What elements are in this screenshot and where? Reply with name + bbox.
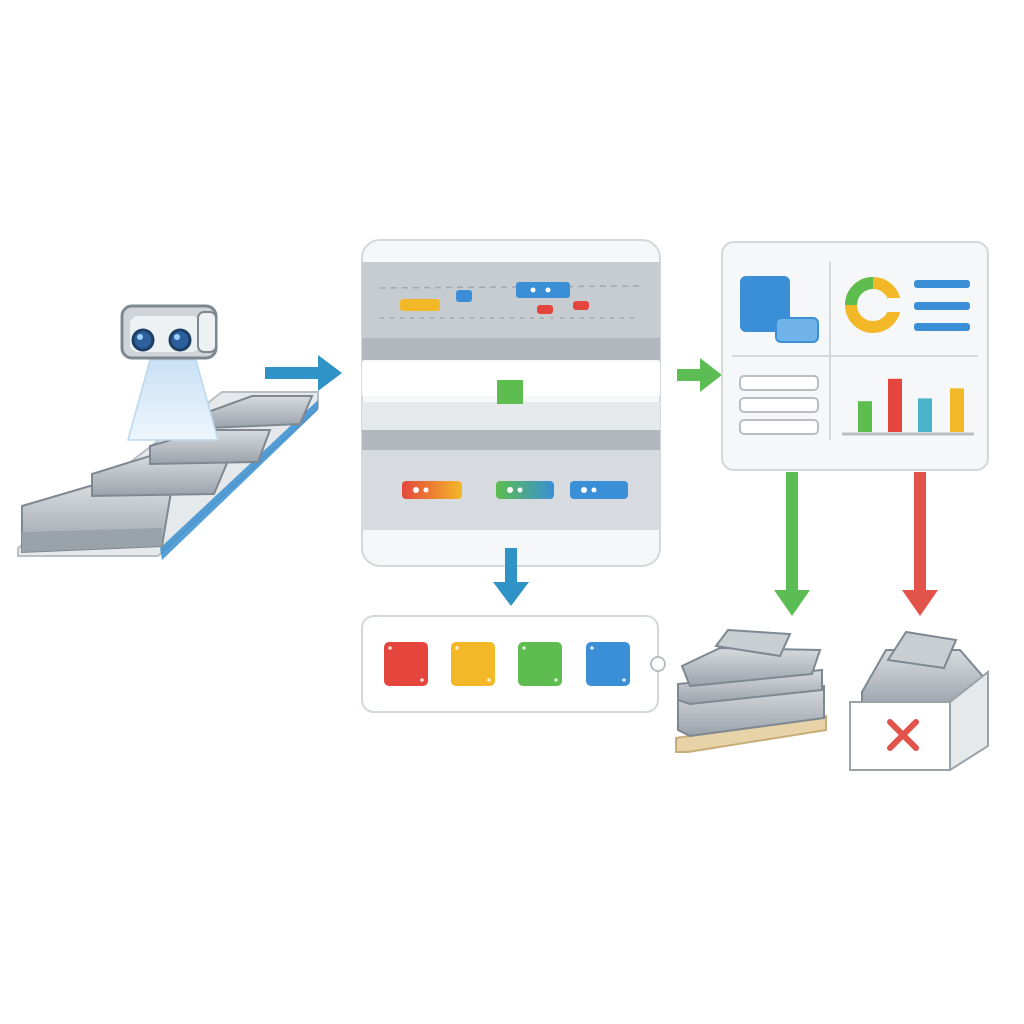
- chart-bar: [918, 398, 932, 432]
- sort-bin-green: [518, 642, 562, 686]
- arrow-to-rejected: [902, 472, 938, 616]
- analysis-upper-tags: [400, 282, 589, 314]
- chart-bar: [858, 401, 872, 432]
- chart-bar: [888, 378, 902, 432]
- arrow-to-accepted: [774, 472, 810, 616]
- bin-corner-dot: [455, 646, 459, 650]
- tag-dot: [507, 487, 513, 493]
- list-lines-icon: [914, 280, 970, 331]
- bin-corner-dot: [554, 678, 558, 682]
- chart-bar: [950, 388, 964, 432]
- tag-dot: [591, 487, 597, 493]
- analysis-lower-tags: [402, 481, 628, 499]
- link-marker: [497, 380, 523, 404]
- sort-bin-red: [384, 642, 428, 686]
- accepted-pallet-stack: [675, 628, 827, 753]
- arrow-to-dashboard: [677, 358, 722, 392]
- analysis-tag: [537, 305, 553, 314]
- bin-corner-dot: [590, 646, 594, 650]
- analysis-tag: [400, 299, 440, 311]
- sort-bins-panel: [361, 615, 666, 713]
- analysis-tag: [570, 481, 628, 499]
- rejected-bin: [849, 630, 989, 771]
- bin-corner-dot: [487, 678, 491, 682]
- analysis-tag: [516, 282, 570, 298]
- tag-dot: [423, 487, 429, 493]
- tag-dot: [545, 287, 551, 293]
- bin-corner-dot: [420, 678, 424, 682]
- steel-plate: [21, 485, 174, 554]
- arrow-to-sort-bins: [493, 548, 529, 606]
- table-rows-icon: [739, 375, 819, 435]
- sort-bin-yellow: [451, 642, 495, 686]
- x-mark-icon: [887, 719, 919, 751]
- sort-bins: [384, 642, 630, 686]
- camera-beam: [127, 359, 219, 441]
- tag-dot: [517, 487, 523, 493]
- conveyor-belt: [17, 391, 319, 560]
- analysis-tag: [573, 301, 589, 310]
- tag-dot: [530, 287, 536, 293]
- tag-dot: [581, 487, 587, 493]
- tag-dot: [413, 487, 419, 493]
- analysis-tag: [402, 481, 462, 499]
- bin-corner-dot: [522, 646, 526, 650]
- donut-chart-icon: [845, 277, 904, 333]
- bin-corner-dot: [388, 646, 392, 650]
- sort-bin-blue: [586, 642, 630, 686]
- analysis-tag: [456, 290, 472, 302]
- bar-chart-icon: [842, 378, 974, 436]
- steel-plate: [91, 455, 232, 498]
- document-icon: [740, 276, 819, 343]
- bin-corner-dot: [622, 678, 626, 682]
- analysis-tag: [496, 481, 554, 499]
- arrow-to-analysis: [265, 355, 342, 391]
- inspection-camera-icon: [120, 304, 218, 360]
